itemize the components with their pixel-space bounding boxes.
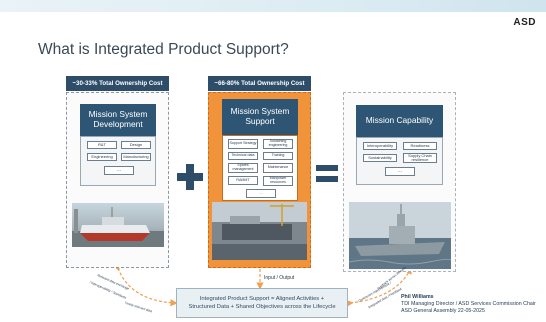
mission-system-support-box: Mission System Support — [222, 99, 298, 135]
definition-line-2: Structured Data + Shared Objectives acro… — [188, 304, 336, 310]
development-activities: R&T Design Engineering Manufacturing ... — [80, 136, 156, 186]
cell-technical-data: Technical data — [228, 152, 258, 160]
cell-sustaining-engineering: Sustaining engineering — [263, 139, 293, 149]
integrated-product-support-definition: Integrated Product Support = Aligned Act… — [176, 288, 348, 318]
cell-training: Training — [263, 152, 293, 160]
dockyard-photo — [212, 202, 307, 260]
right-lifecycle-arrow — [346, 266, 412, 307]
cell-more: ... — [246, 189, 276, 198]
warship-at-sea-photo — [349, 202, 451, 269]
ship-construction-photo — [72, 203, 164, 247]
cell-design: Design — [121, 141, 151, 149]
cell-maintenance: Maintenance — [263, 163, 293, 173]
top-banner — [0, 0, 546, 12]
cell-supply-chain-resilience: Supply Chain resilience — [403, 153, 437, 163]
mission-capability-box: Mission Capability — [356, 105, 443, 137]
mission-system-development-box: Mission System Development — [80, 104, 156, 136]
cell-manpower-resources: Manpower resources — [263, 176, 293, 186]
page-title: What is Integrated Product Support? — [38, 41, 289, 58]
left-lifecycle-arrow — [113, 263, 178, 307]
cell-more: ... — [104, 166, 134, 175]
left-cost-header: ~30-33% Total Ownership Cost — [66, 76, 169, 91]
capability-outcomes: Interoperability Readiness Sustainabilit… — [356, 137, 443, 185]
cell-rt: R&T — [87, 141, 117, 149]
presenter-name: Phil Williams — [401, 294, 434, 300]
plus-icon — [177, 164, 203, 190]
event-name: ASD General Assembly 22-05-2025 — [401, 308, 485, 315]
cell-readiness: Readiness — [403, 142, 437, 150]
cell-spares-management: Spares management — [228, 163, 258, 173]
cell-interoperability: Interoperability — [363, 142, 397, 150]
cell-rammt: RAMMT — [228, 176, 258, 185]
asd-logo: ASD — [513, 17, 536, 28]
input-output-label: Input / Output — [264, 275, 295, 281]
definition-line-1: Integrated Product Support = Aligned Act… — [199, 295, 325, 302]
cell-more: ... — [385, 167, 415, 176]
presenter-credit: Phil Williams TDI Managing Director / AS… — [401, 294, 536, 315]
cell-sustainability: Sustainability — [363, 154, 397, 162]
support-activities: Support Strategy Sustaining engineering … — [222, 135, 298, 201]
middle-cost-header: ~66-80% Total Ownership Cost — [208, 76, 311, 91]
equals-icon — [316, 165, 338, 183]
cell-support-strategy: Support Strategy — [228, 139, 258, 149]
cell-engineering: Engineering — [87, 153, 117, 161]
presenter-role: TDI Managing Director / ASD Services Com… — [401, 301, 536, 308]
cell-manufacturing: Manufacturing — [121, 153, 151, 161]
